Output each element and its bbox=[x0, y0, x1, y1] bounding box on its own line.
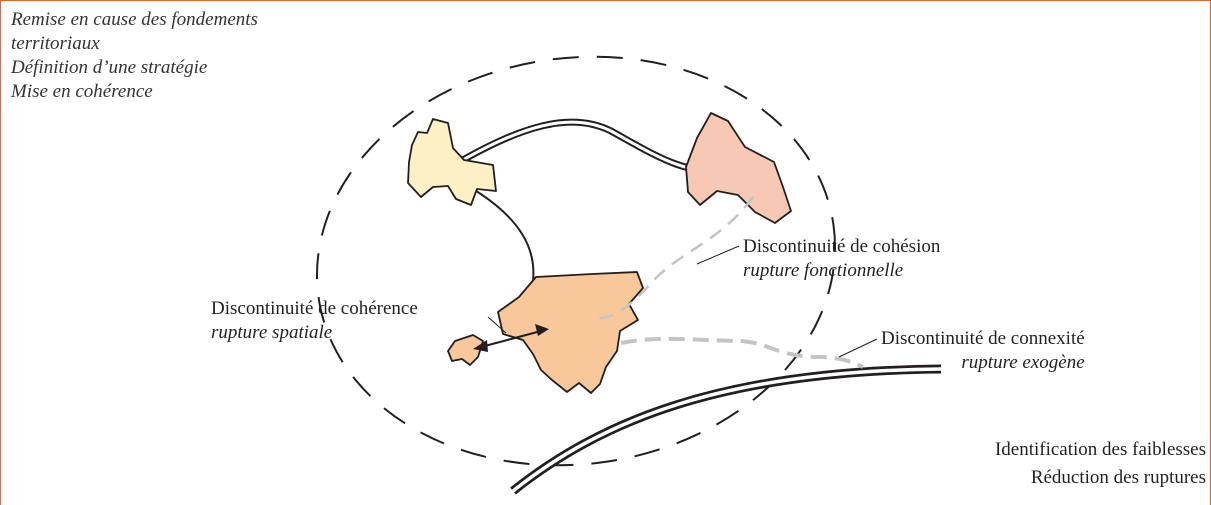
connexite-label: Discontinuité de connexité rupture exogè… bbox=[881, 327, 1085, 375]
exogenous-infrastructure-line bbox=[513, 369, 941, 491]
coherence-label-title: Discontinuité de cohérence bbox=[211, 297, 418, 321]
territory-pink bbox=[686, 113, 791, 223]
action-line-1: Identification des faiblesses bbox=[995, 436, 1206, 464]
territory-yellow bbox=[408, 119, 496, 205]
cohesion-label: Discontinuité de cohésion rupture foncti… bbox=[743, 235, 940, 283]
cohesion-leader-line bbox=[697, 246, 739, 264]
connexite-label-title: Discontinuité de connexité bbox=[881, 327, 1085, 351]
goal-line-4: Mise en cohérence bbox=[11, 80, 258, 104]
connexite-leader-line bbox=[839, 339, 877, 357]
connexite-label-subtitle: rupture exogène bbox=[881, 351, 1085, 375]
connexite-rupture-dashed-line bbox=[621, 339, 863, 367]
territory-orange bbox=[498, 272, 643, 393]
territory-small-orange bbox=[448, 335, 483, 365]
strategy-actions: Identification des faiblesses Réduction … bbox=[995, 436, 1206, 492]
coherence-label-subtitle: rupture spatiale bbox=[211, 321, 418, 345]
goal-line-3: Définition d’une stratégie bbox=[11, 56, 258, 80]
goal-line-2: territoriaux bbox=[11, 32, 258, 56]
cohesion-label-title: Discontinuité de cohésion bbox=[743, 235, 940, 259]
coherence-label: Discontinuité de cohérence rupture spati… bbox=[211, 297, 418, 345]
cohesion-label-subtitle: rupture fonctionnelle bbox=[743, 259, 940, 283]
action-line-2: Réduction des ruptures bbox=[995, 464, 1206, 492]
strategy-goals: Remise en cause des fondements territori… bbox=[11, 8, 258, 104]
goal-line-1: Remise en cause des fondements bbox=[11, 8, 258, 32]
